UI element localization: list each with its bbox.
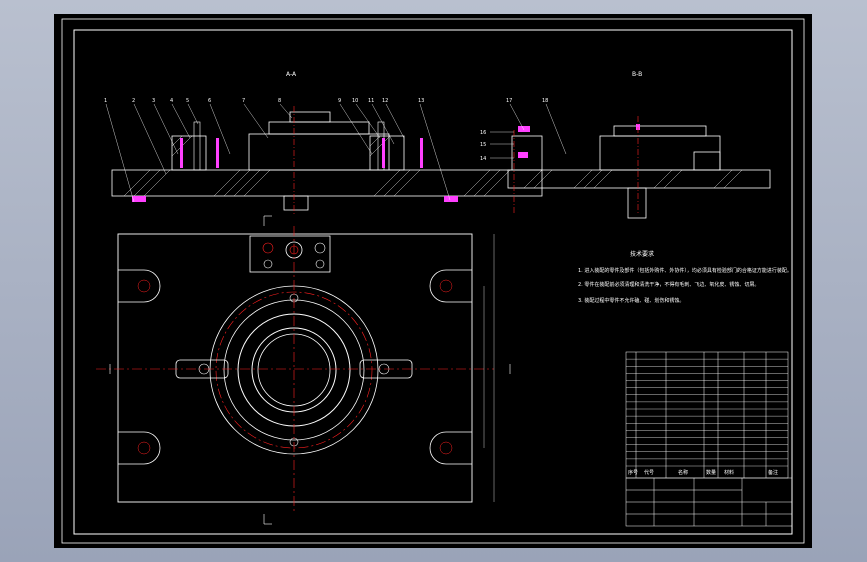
title-block [625,477,793,527]
bom-header-remark: 备注 [768,469,778,476]
callout-12: 12 [382,98,388,104]
callout-8: 8 [278,98,281,104]
callout-10: 10 [352,98,358,104]
bom-header-code: 代号 [644,469,654,476]
callout-14: 14 [480,156,486,162]
callout-11: 11 [368,98,374,104]
tech-req-item-1: 1. 进入装配的零件及部件（包括外购件、外协件），均必须具有检验部门的合格证方能… [578,267,792,274]
bom-table [625,351,789,479]
tech-req-item-3: 3. 装配过程中零件不允许磕、碰、划伤和锈蚀。 [578,297,684,304]
section-a-title: A-A [286,71,297,78]
callout-1: 1 [104,98,107,104]
bom-header-qty: 数量 [706,469,716,476]
outer-border [61,18,805,544]
drawing-canvas[interactable]: A-A [54,14,812,548]
bom-header-material: 材料 [724,469,734,476]
tech-req-item-2: 2. 零件在装配前必须清理和清洗干净，不得有毛刺、飞边、氧化皮、锈蚀、切屑。 [578,281,759,288]
callout-17: 17 [506,98,512,104]
bom-rows [626,358,788,467]
section-b-title: B-B [632,71,642,78]
plan-view [96,215,511,525]
callout-9: 9 [338,98,341,104]
tech-req-title: 技术要求 [630,250,654,258]
callout-15: 15 [480,142,486,148]
bom-header-no: 序号 [628,469,638,476]
section-a-view: A-A [104,71,543,214]
bom-header: 序号 代号 名称 数量 材料 备注 [628,469,778,476]
callout-3: 3 [152,98,155,104]
callout-6: 6 [208,98,211,104]
inner-border [73,29,793,535]
bom-header-name: 名称 [678,469,688,476]
callout-7: 7 [242,98,245,104]
section-b-view: B-B 17 18 16 15 14 [480,71,771,219]
callout-2: 2 [132,98,135,104]
cad-drawing: A-A [61,18,805,544]
callout-13: 13 [418,98,424,104]
callout-18: 18 [542,98,548,104]
callout-16: 16 [480,130,486,136]
callout-4: 4 [170,98,173,104]
callout-5: 5 [186,98,189,104]
technical-requirements: 技术要求 1. 进入装配的零件及部件（包括外购件、外协件），均必须具有检验部门的… [578,250,792,304]
